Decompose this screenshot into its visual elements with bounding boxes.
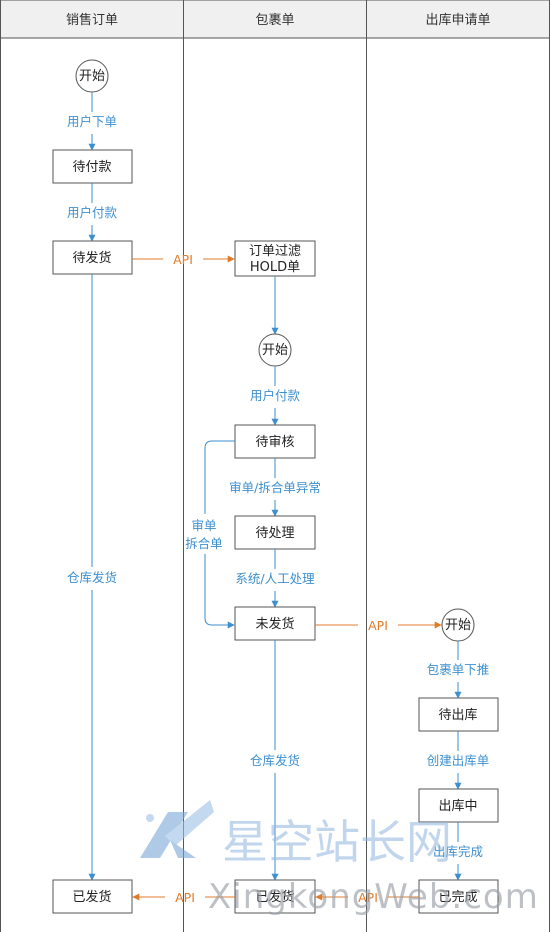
package-shipped-node: [234, 879, 316, 914]
label-review-line1: 审单: [191, 518, 216, 533]
pending-process-node: [234, 515, 316, 550]
label-review-line2: 拆合单: [185, 536, 223, 551]
pending-review-label: 待审核: [255, 435, 294, 450]
pending-out-label: 待出库: [438, 707, 477, 723]
watermark-text: 星空站长网: [222, 815, 452, 869]
sales-start-label: 开始: [79, 69, 105, 84]
outbound-lane: 开始 包裹单下推 待出库 创建出库单 出库中 出库完成 已完成: [418, 608, 499, 914]
api-link-sales-to-package: API: [132, 252, 235, 267]
lane-headers: 销售订单 包裹单 出库申请单: [0, 0, 550, 39]
label-package-push: 包裹单下推: [427, 662, 490, 677]
label-user-order: 用户下单: [67, 114, 117, 129]
lane-title-package: 包裹单: [255, 13, 294, 28]
completed-node: [418, 879, 499, 914]
outbound-start-label: 开始: [445, 618, 471, 633]
label-api-to-outbound: API: [368, 618, 388, 633]
shipped-label: 已发货: [72, 889, 111, 905]
package-lane: 订单过滤 HOLD单 开始 用户付款 待审核 审单/拆合单异常 待处理 系统/人…: [185, 240, 321, 914]
package-start-label: 开始: [262, 343, 288, 358]
label-api-back-mid: API: [358, 890, 378, 905]
not-shipped-node: [234, 606, 316, 641]
order-filter-label-line2: HOLD单: [250, 260, 300, 275]
order-filter-node: [234, 240, 316, 277]
label-warehouse-ship-left: 仓库发货: [67, 570, 117, 585]
in-outbound-label: 出库中: [438, 798, 477, 814]
label-api-back-left: API: [175, 890, 195, 905]
label-warehouse-ship-mid: 仓库发货: [250, 753, 300, 768]
sales-order-lane: 开始 用户下单 待付款 用户付款 待发货 仓库发货 已发货: [52, 59, 133, 914]
api-links-return: API API: [132, 890, 419, 905]
bypass-connector-top: [204, 440, 235, 514]
watermark-url: XingkongWeb.com: [208, 877, 539, 917]
label-outbound-complete: 出库完成: [433, 844, 483, 859]
pending-process-label: 待处理: [255, 526, 294, 541]
label-system-manual: 系统/人工处理: [235, 571, 315, 586]
shipped-node: [52, 879, 133, 914]
lane-title-sales-order: 销售订单: [66, 12, 118, 28]
label-package-user-pay: 用户付款: [250, 388, 301, 403]
watermark: 星空站长网 XingkongWeb.com: [140, 800, 539, 917]
header-band: [0, 0, 550, 39]
in-outbound-node: [418, 788, 499, 823]
bypass-arrow: [204, 554, 235, 629]
watermark-logo-icon: [140, 800, 214, 858]
label-user-pay: 用户付款: [67, 205, 118, 220]
label-api-to-package: API: [173, 252, 193, 267]
not-shipped-label: 未发货: [255, 616, 294, 632]
pending-review-node: [234, 424, 316, 459]
order-filter-label-line1: 订单过滤: [249, 244, 301, 259]
pending-ship-label: 待发货: [72, 250, 111, 266]
package-shipped-label: 已发货: [255, 889, 294, 905]
lane-title-outbound: 出库申请单: [425, 12, 490, 28]
label-create-outbound: 创建出库单: [427, 753, 490, 768]
completed-label: 已完成: [438, 890, 477, 905]
label-review-split-abnormal: 审单/拆合单异常: [229, 480, 321, 495]
api-link-package-to-outbound: API: [315, 618, 442, 633]
pending-payment-label: 待付款: [72, 160, 111, 175]
